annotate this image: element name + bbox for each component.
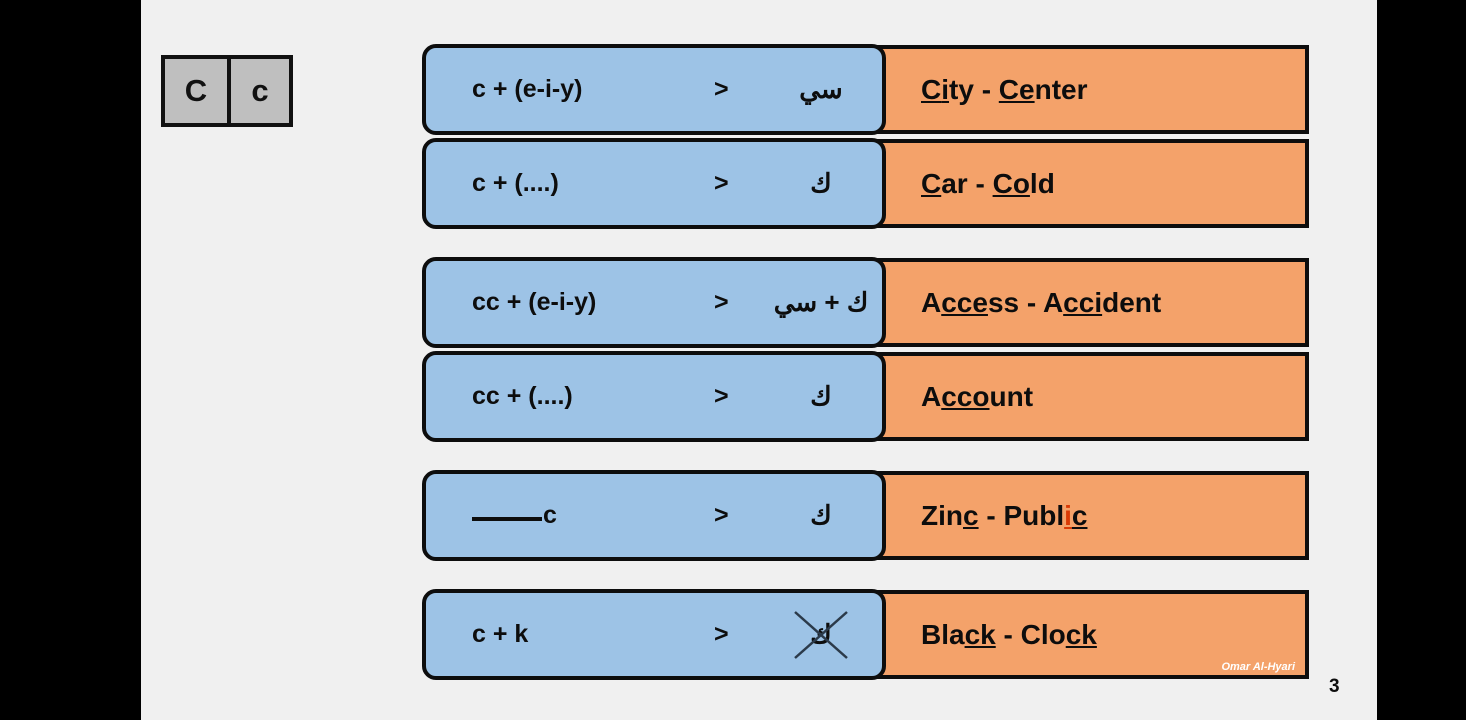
author-signature: Omar Al-Hyari [1221,661,1295,673]
rule-arabic-sound: ك [810,381,832,411]
rule-arrow: > [714,75,729,103]
example-box[interactable]: Access - Accident [877,258,1309,347]
rule-pattern: cc + (e-i-y) [472,288,597,316]
slide-canvas: C c c + (e-i-y) > سي City - Center c + (....… [141,0,1377,720]
rule-group: c > ك Zinc - Public [422,470,1309,561]
rule-arrow: > [714,169,729,197]
blank-line [472,517,542,521]
rule-row: c > ك Zinc - Public [422,470,1309,561]
rule-arabic-sound: ك [810,168,832,198]
example-words: Access - Accident [921,286,1162,318]
rule-pattern: c + k [472,620,529,648]
letter-key-box: C c [161,55,293,127]
rule-box[interactable]: c + (e-i-y) > سي [422,44,886,135]
example-words: Black - Clock [921,618,1097,650]
example-words: Zinc - Public [921,499,1088,531]
rule-pattern: c [472,501,557,530]
example-box[interactable]: Account [877,352,1309,441]
strikeout-cross-icon [766,589,876,680]
page-number: 3 [1329,676,1340,697]
example-box[interactable]: Zinc - Public [877,471,1309,560]
rule-group: c + (e-i-y) > سي City - Center c + (....) > ك C… [422,44,1309,229]
rule-box[interactable]: c + (....) > ك [422,138,886,229]
rule-pattern: c + (e-i-y) [472,75,583,103]
rules-list: c + (e-i-y) > سي City - Center c + (....) > ك C… [422,44,1309,680]
rule-row: c + (....) > ك Car - Cold [422,138,1309,229]
letter-key-lowercase: c [227,59,289,123]
rule-arabic-sound: سي [799,74,843,104]
rule-box[interactable]: cc + (....) > ك [422,351,886,442]
rule-arrow: > [714,382,729,410]
rule-box[interactable]: c + k>ك [422,589,886,680]
rule-row: cc + (e-i-y) > ك + سي Access - Accident [422,257,1309,348]
rule-row: c + (e-i-y) > سي City - Center [422,44,1309,135]
rule-row: cc + (....) > ك Account [422,351,1309,442]
rule-box[interactable]: c > ك [422,470,886,561]
letter-key-uppercase: C [165,59,227,123]
rule-pattern: cc + (....) [472,382,573,410]
example-words: City - Center [921,73,1088,105]
example-box[interactable]: City - Center [877,45,1309,134]
example-words: Account [921,380,1034,412]
example-box[interactable]: Car - Cold [877,139,1309,228]
rule-arabic-sound: ك + سي [773,287,869,317]
rule-arabic-sound: ك [810,500,832,530]
rule-pattern: c + (....) [472,169,559,197]
rule-arrow: > [714,620,729,648]
example-words: Car - Cold [921,167,1055,199]
rule-arrow: > [714,501,729,529]
rule-box[interactable]: cc + (e-i-y) > ك + سي [422,257,886,348]
rule-arrow: > [714,288,729,316]
